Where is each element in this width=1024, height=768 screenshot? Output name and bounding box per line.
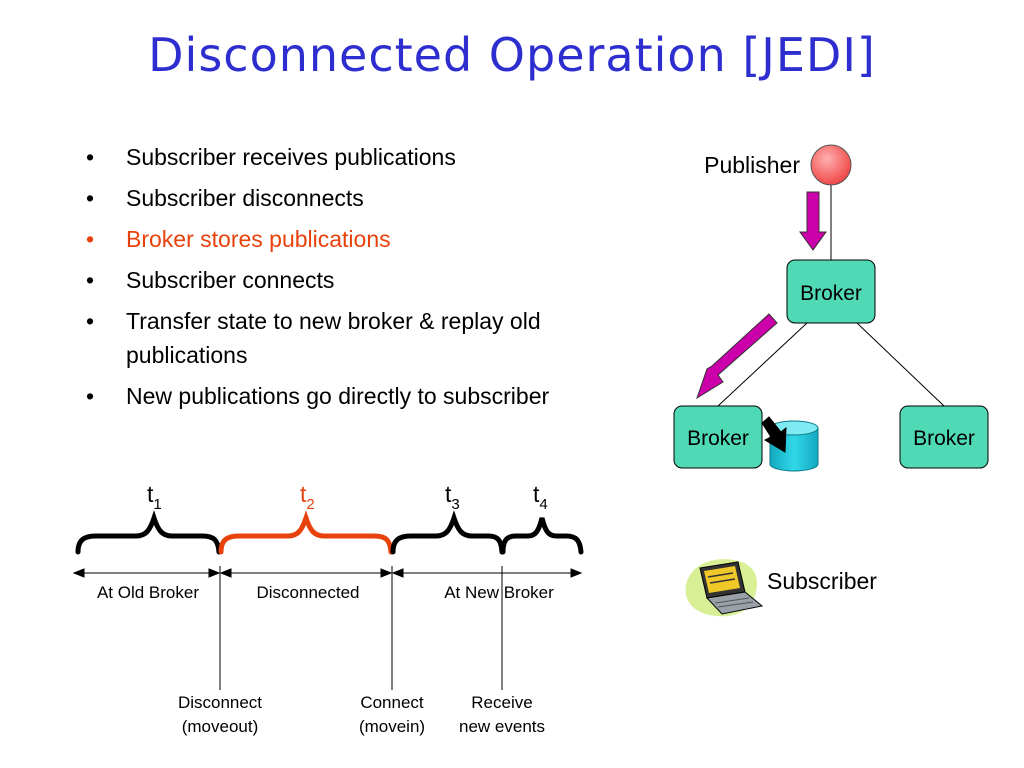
arrow-publisher-to-broker	[799, 191, 827, 251]
broker-label-top: Broker	[800, 282, 862, 305]
span-label-disconnected: Disconnected	[256, 583, 359, 602]
bullet-item: Subscriber connects	[82, 263, 552, 297]
event-label-receive-line1: Receive	[471, 693, 532, 712]
period-label-t2: t2	[300, 481, 315, 513]
broker-label-left: Broker	[687, 427, 749, 450]
arrow-broker-to-database	[761, 416, 787, 453]
link-broker-left	[717, 322, 808, 407]
event-label-connect-line2: (movein)	[359, 717, 425, 736]
span-arrow-old-broker	[72, 568, 221, 578]
event-label-disconnect-line1: Disconnect	[178, 693, 262, 712]
span-arrow-new-broker	[391, 568, 583, 578]
brace-t3	[390, 510, 505, 555]
subscriber-label: Subscriber	[767, 568, 877, 594]
span-arrow-disconnected	[219, 568, 393, 578]
event-label-disconnect-line2: (moveout)	[182, 717, 259, 736]
bullet-list: Subscriber receives publications Subscri…	[82, 140, 552, 420]
period-label-t4: t4	[533, 481, 548, 513]
bullet-item: Subscriber receives publications	[82, 140, 552, 174]
broker-label-right: Broker	[913, 427, 975, 450]
period-label-t3: t3	[445, 481, 460, 513]
link-broker-right	[856, 322, 945, 407]
broker-node-right	[899, 405, 989, 469]
event-label-connect-line1: Connect	[360, 693, 424, 712]
brace-t1	[75, 510, 222, 555]
bullet-item: New publications go directly to subscrib…	[82, 379, 552, 413]
publisher-node	[810, 144, 852, 186]
slide-title: Disconnected Operation [JEDI]	[148, 28, 876, 82]
period-label-t1: t1	[147, 481, 162, 513]
bullet-item: Transfer state to new broker & replay ol…	[82, 304, 552, 372]
publisher-label: Publisher	[704, 152, 800, 178]
brace-t2	[218, 510, 394, 555]
bullet-item-highlighted: Broker stores publications	[82, 222, 552, 256]
span-label-old-broker: At Old Broker	[97, 583, 199, 602]
bullet-item: Subscriber disconnects	[82, 181, 552, 215]
brace-t4	[500, 517, 584, 555]
arrow-broker-to-left-broker	[696, 313, 778, 400]
broker-node-top	[786, 259, 876, 324]
broker-node-left	[673, 405, 763, 469]
span-label-new-broker: At New Broker	[444, 583, 554, 602]
event-label-receive-line2: new events	[459, 717, 545, 736]
laptop-icon	[685, 559, 764, 617]
